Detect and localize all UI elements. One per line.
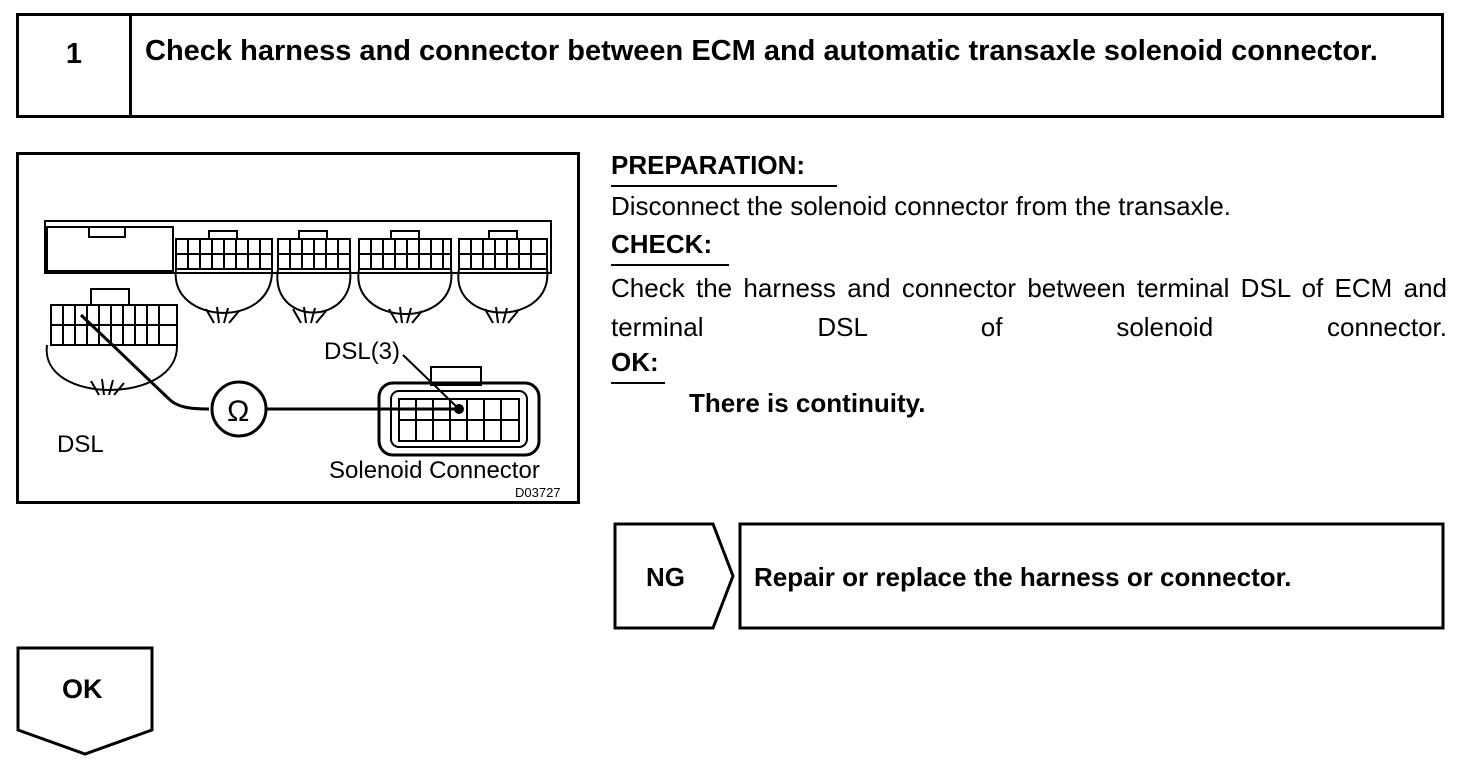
dsl-pin-label: DSL(3) <box>324 338 401 365</box>
preparation-text: Disconnect the solenoid connector from t… <box>611 191 1232 221</box>
solenoid-connector-label: Solenoid Connector <box>329 457 540 484</box>
wiring-diagram-drawing <box>44 220 552 457</box>
check-heading: CHECK: <box>611 229 713 259</box>
step-title: Check harness and connector between ECM … <box>145 35 1378 67</box>
solenoid-connector-drawing <box>377 354 541 457</box>
ng-label: NG <box>646 562 685 592</box>
figure-code: D03727 <box>515 485 561 500</box>
ecm-connector-a <box>175 230 273 270</box>
ok-arrow-shape <box>16 646 154 756</box>
ecm-connector-c <box>358 230 452 270</box>
ng-flow-shapes <box>613 522 1445 630</box>
ok-heading: OK: <box>611 347 659 377</box>
check-underline <box>611 264 729 266</box>
ecm-connector-d <box>458 230 548 270</box>
preparation-heading: PREPARATION: <box>611 150 806 180</box>
preparation-underline <box>611 185 837 187</box>
check-text: Check the harness and connector between … <box>611 273 1447 342</box>
ng-flow: NG Repair or replace the harness or conn… <box>613 522 1445 630</box>
wiring-diagram: Ω DSL(3) DSL Solenoid Connector D03727 <box>16 152 580 504</box>
ok-underline <box>611 382 665 384</box>
dsl-ecm-label: DSL <box>57 431 104 458</box>
ng-action-box <box>738 522 1445 630</box>
step-number: 1 <box>19 16 132 115</box>
ok-label: OK <box>62 674 103 704</box>
ok-result: There is continuity. <box>689 388 926 418</box>
ng-action: Repair or replace the harness or connect… <box>754 562 1292 592</box>
ng-arrow-shape <box>613 522 735 630</box>
ecm-dsl-connector <box>45 288 179 396</box>
ohm-symbol: Ω <box>227 395 250 428</box>
step-header: 1 Check harness and connector between EC… <box>16 13 1444 118</box>
ecm-connector-b <box>277 230 351 270</box>
